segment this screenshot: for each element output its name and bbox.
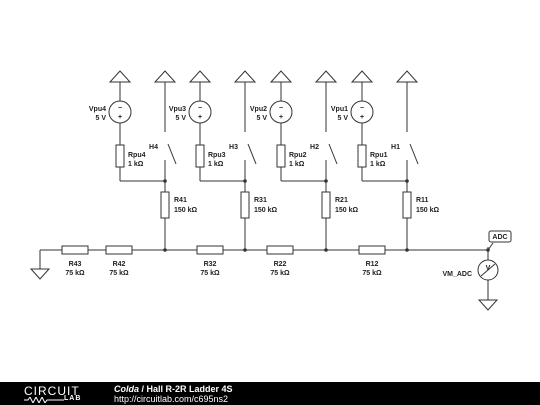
voltmeter-vm-adc: V xyxy=(477,259,499,281)
resistor-r21 xyxy=(321,191,331,219)
label-r21-name: R21 xyxy=(335,197,348,204)
junction-dots xyxy=(163,179,490,252)
label-vm-adc: VM_ADC xyxy=(442,271,472,278)
label-rpu3-name: Rpu3 xyxy=(208,152,226,159)
label-switch-h2: H2 xyxy=(310,144,319,151)
voltage-source-vpu1: − + xyxy=(350,100,374,124)
logo-text-top: CIRCUIT xyxy=(24,384,80,398)
resistor-r11 xyxy=(402,191,412,219)
svg-text:−: − xyxy=(198,105,202,112)
label-r43-value: 75 kΩ xyxy=(65,270,85,277)
label-r42-value: 75 kΩ xyxy=(109,270,129,277)
label-rpu3-value: 1 kΩ xyxy=(208,161,224,168)
label-r22-name: R22 xyxy=(274,261,287,268)
resistor-r32 xyxy=(196,245,224,255)
logo-text-bottom: LAB xyxy=(64,395,82,402)
label-r43-name: R43 xyxy=(69,261,82,268)
label-rpu4-name: Rpu4 xyxy=(128,152,146,159)
voltage-source-vpu2: − + xyxy=(269,100,293,124)
svg-text:ADC: ADC xyxy=(492,234,507,241)
label-vpu3-name: Vpu3 xyxy=(169,106,186,113)
logo-wave-icon xyxy=(24,397,64,403)
label-r41-name: R41 xyxy=(174,197,187,204)
label-rpu2-value: 1 kΩ xyxy=(289,161,305,168)
label-switch-h4: H4 xyxy=(149,144,158,151)
resistor-r31 xyxy=(240,191,250,219)
label-rpu1-name: Rpu1 xyxy=(370,152,388,159)
label-r42-name: R42 xyxy=(113,261,126,268)
supply-rail-symbols xyxy=(108,70,419,83)
circuit-title-line: Colda / Hall R-2R Ladder 4S xyxy=(114,384,233,394)
adc-node-tag: ADC xyxy=(488,230,512,243)
schematic: − + − + − + − + xyxy=(29,70,512,311)
resistor-r41 xyxy=(160,191,170,219)
label-r31-value: 150 kΩ xyxy=(254,207,278,214)
svg-text:+: + xyxy=(360,114,364,121)
resistor-rpu1 xyxy=(357,144,367,168)
label-vpu4-name: Vpu4 xyxy=(89,106,106,113)
label-vpu1-value: 5 V xyxy=(337,115,348,122)
label-switch-h3: H3 xyxy=(229,144,238,151)
label-r12-value: 75 kΩ xyxy=(362,270,382,277)
svg-text:V: V xyxy=(486,265,491,272)
label-vpu2-name: Vpu2 xyxy=(250,106,267,113)
circuitlab-logo[interactable]: CIRCUIT LAB xyxy=(24,384,94,403)
label-vpu3-value: 5 V xyxy=(175,115,186,122)
label-r41-value: 150 kΩ xyxy=(174,207,198,214)
label-r11-name: R11 xyxy=(416,197,429,204)
label-vpu4-value: 5 V xyxy=(95,115,106,122)
svg-text:−: − xyxy=(360,105,364,112)
wires xyxy=(39,82,494,300)
label-r12-name: R12 xyxy=(366,261,379,268)
label-rpu2-name: Rpu2 xyxy=(289,152,307,159)
label-r21-value: 150 kΩ xyxy=(335,207,359,214)
ground-symbols xyxy=(29,268,499,311)
footer-bar: CIRCUIT LAB Colda / Hall R-2R Ladder 4S … xyxy=(0,382,540,405)
voltage-source-vpu4: − + xyxy=(108,100,132,124)
label-rpu4-value: 1 kΩ xyxy=(128,161,144,168)
resistor-rpu3 xyxy=(195,144,205,168)
svg-text:+: + xyxy=(118,114,122,121)
resistor-r22 xyxy=(266,245,294,255)
author-link[interactable]: Colda xyxy=(114,384,140,394)
resistor-r43 xyxy=(61,245,89,255)
svg-text:+: + xyxy=(279,114,283,121)
label-vpu2-value: 5 V xyxy=(256,115,267,122)
resistor-rpu4 xyxy=(115,144,125,168)
label-r32-name: R32 xyxy=(204,261,217,268)
circuit-url-link[interactable]: http://circuitlab.com/c695ns2 xyxy=(114,394,229,404)
label-r22-value: 75 kΩ xyxy=(270,270,290,277)
label-vpu1-name: Vpu1 xyxy=(331,106,348,113)
title-separator: / xyxy=(139,384,147,394)
label-r11-value: 150 kΩ xyxy=(416,207,440,214)
label-switch-h1: H1 xyxy=(391,144,400,151)
resistor-r12 xyxy=(358,245,386,255)
resistor-r42 xyxy=(105,245,133,255)
circuit-title: Hall R-2R Ladder 4S xyxy=(146,384,233,394)
label-r32-value: 75 kΩ xyxy=(200,270,220,277)
voltage-source-vpu3: − + xyxy=(188,100,212,124)
svg-text:−: − xyxy=(279,105,283,112)
resistor-rpu2 xyxy=(276,144,286,168)
svg-text:−: − xyxy=(118,105,122,112)
label-r31-name: R31 xyxy=(254,197,267,204)
svg-text:+: + xyxy=(198,114,202,121)
label-rpu1-value: 1 kΩ xyxy=(370,161,386,168)
